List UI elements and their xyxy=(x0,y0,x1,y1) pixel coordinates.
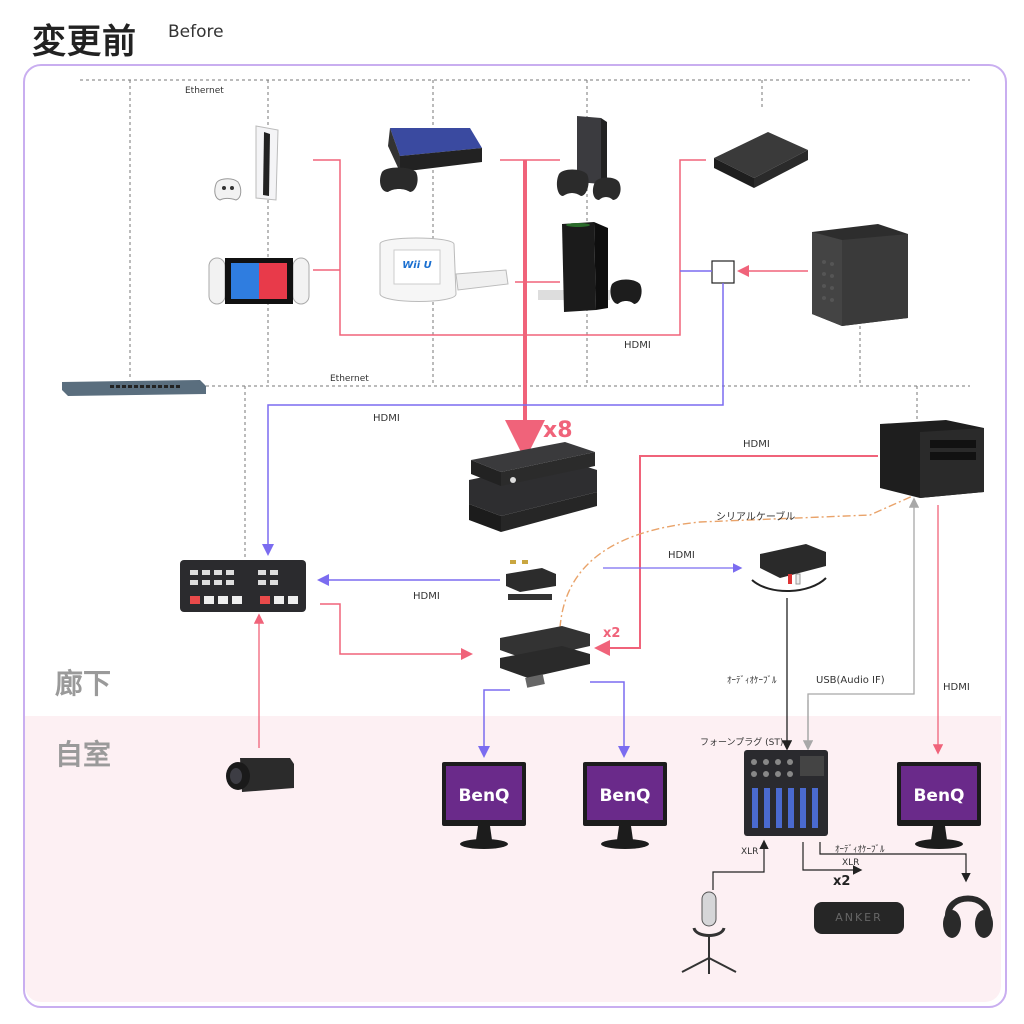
bluetooth-speaker: ANKER xyxy=(812,898,906,938)
tower-pc xyxy=(876,418,988,500)
label-hdmi-4: HDMI xyxy=(668,550,695,561)
multiplier-x2-speaker: x2 xyxy=(833,874,851,889)
label-ethernet-top: Ethernet xyxy=(185,86,224,96)
hdmi-switcher xyxy=(465,440,600,535)
label-hdmi-1: HDMI xyxy=(624,340,651,351)
label-serial-cable: シリアルケーブル xyxy=(716,512,796,523)
hdmi-console-bus xyxy=(313,159,706,336)
wii-u-logo: Wii U xyxy=(402,260,432,271)
wii-u-console: Wii U xyxy=(372,232,512,310)
label-hdmi-3: HDMI xyxy=(743,439,770,450)
zone-room: 自室 xyxy=(55,738,112,771)
network-switch xyxy=(60,376,208,398)
page-subtitle: Before xyxy=(168,22,224,42)
gaming-pc xyxy=(808,222,912,326)
page-title: 変更前 xyxy=(32,22,137,62)
ps2-console xyxy=(555,112,627,200)
xbox-console xyxy=(538,218,646,318)
hdmi-converter-box xyxy=(711,260,735,284)
label-xlr-2: XLR xyxy=(842,858,860,868)
label-xlr-1: XLR xyxy=(741,847,759,857)
hdmi-splitter xyxy=(496,624,596,690)
zone-hallway: 廊下 xyxy=(55,667,112,700)
label-hdmi-5: HDMI xyxy=(413,591,440,602)
set-top-box xyxy=(708,128,812,192)
label-usb-audio: USB(Audio IF) xyxy=(816,675,885,686)
monitor-1-brand: BenQ xyxy=(458,786,510,806)
label-audio-cable-2: ｵｰﾃﾞｨｵｹｰﾌﾞﾙ xyxy=(835,845,885,855)
camcorder xyxy=(224,750,296,798)
monitor-3: BenQ xyxy=(895,760,983,852)
video-switcher xyxy=(178,558,308,614)
monitor-2: BenQ xyxy=(581,760,669,852)
label-audio-cable-1: ｵｰﾃﾞｨｵｹｰﾌﾞﾙ xyxy=(727,676,777,686)
headphones xyxy=(940,882,996,942)
monitor-3-brand: BenQ xyxy=(913,786,965,806)
ps5-console xyxy=(212,122,292,204)
audio-mixer xyxy=(742,748,830,838)
ps3-console xyxy=(370,118,490,198)
microphone xyxy=(676,888,742,974)
monitor-2-brand: BenQ xyxy=(599,786,651,806)
label-ethernet-mid: Ethernet xyxy=(330,374,369,384)
monitor-1: BenQ xyxy=(440,760,528,852)
audio-extractor xyxy=(750,540,830,598)
multiplier-x2-splitter: x2 xyxy=(603,626,621,641)
multiplier-x8: x8 xyxy=(543,418,573,443)
label-hdmi-6: HDMI xyxy=(943,682,970,693)
speaker-brand: ANKER xyxy=(835,911,883,924)
label-hdmi-2: HDMI xyxy=(373,413,400,424)
capture-box xyxy=(500,558,560,604)
label-phone-plug: フォーンプラグ (ST) xyxy=(700,738,784,748)
switch-console xyxy=(205,248,313,312)
